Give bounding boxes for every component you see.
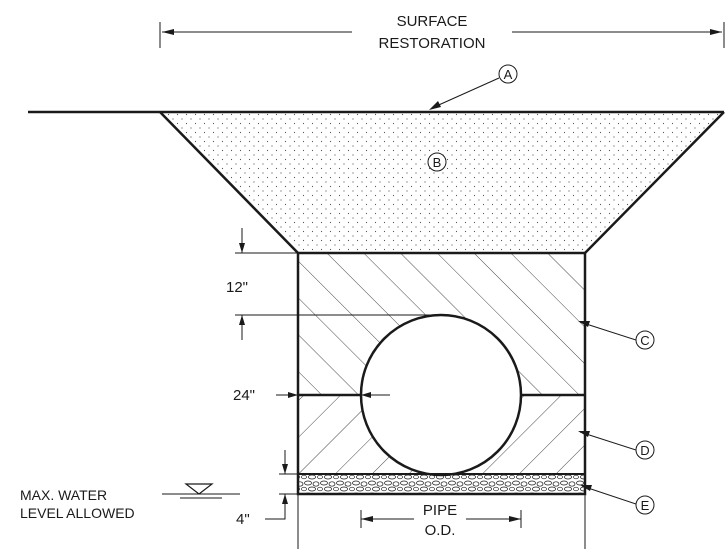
callout-e-label: E	[641, 498, 650, 513]
trench-outline	[296, 251, 587, 496]
restoration-arrow-left	[162, 29, 174, 35]
callout-c-leader	[579, 321, 637, 341]
callout-b-label: B	[433, 155, 442, 170]
spring-arrow-right	[361, 392, 371, 398]
callout-e-circle	[635, 495, 655, 515]
callout-d-leader	[579, 431, 637, 451]
left-slope-line	[159, 111, 299, 254]
callout-e-leader	[581, 485, 637, 505]
bedding-arrow-bottom	[282, 494, 288, 504]
bedding-depth-label: 4"	[236, 511, 250, 528]
callout-b-circle	[427, 152, 447, 172]
callout-d-arrow	[578, 431, 590, 437]
bedding-gravel	[298, 474, 585, 494]
callout-a-leader	[431, 77, 500, 109]
spring-line-label: 24"	[233, 387, 255, 404]
water-level-label-line2: LEVEL ALLOWED	[20, 505, 135, 521]
callout-e-arrow	[580, 485, 592, 491]
cover-arrow-bottom	[239, 315, 245, 325]
pipe-od-label-line1: PIPE	[423, 502, 457, 519]
callout-a-circle	[498, 64, 518, 84]
water-level-icon	[184, 483, 214, 495]
right-slope-line	[584, 111, 725, 254]
cover-depth-label: 12"	[226, 279, 248, 296]
restoration-title-line2: RESTORATION	[379, 35, 486, 52]
callout-d-label: D	[640, 443, 649, 458]
pipe-od-arrow-right	[509, 516, 521, 522]
bedding-dim-bottom	[265, 494, 286, 520]
pipe-od-arrow-left	[361, 516, 373, 522]
surface-restoration-zone	[160, 112, 724, 253]
callout-c-arrow	[578, 321, 590, 327]
callout-c-label: C	[640, 333, 649, 348]
cover-arrow-top	[239, 243, 245, 253]
restoration-title-line1: SURFACE	[397, 13, 468, 30]
restoration-arrow-right	[710, 29, 722, 35]
spring-arrow-left	[288, 392, 298, 398]
callout-a-label: A	[504, 67, 513, 82]
water-level-label-line1: MAX. WATER	[20, 487, 107, 503]
callout-a-arrow	[429, 101, 441, 110]
pipe-od-label-line2: O.D.	[425, 522, 456, 539]
bedding-arrow-top	[282, 464, 288, 474]
